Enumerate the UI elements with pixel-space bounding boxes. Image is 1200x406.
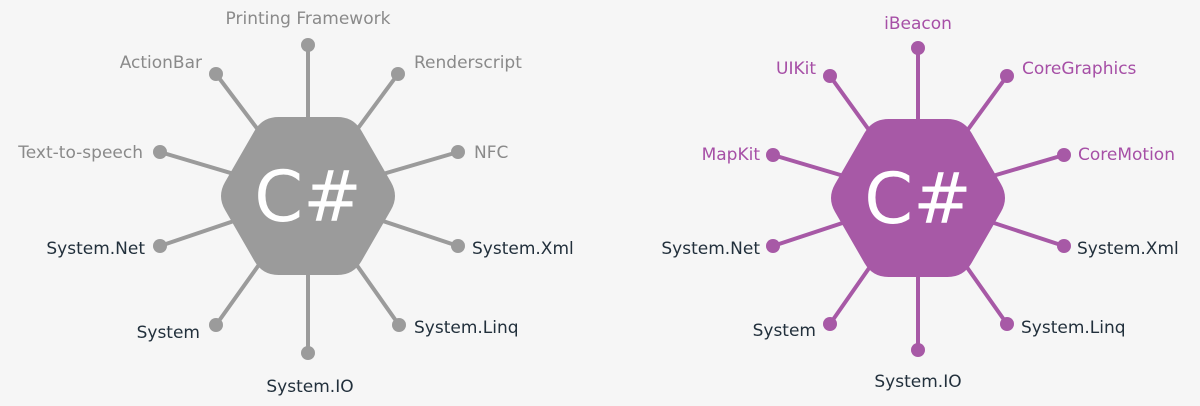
android-node-dot — [392, 318, 406, 332]
ios-node-dot — [911, 343, 925, 357]
android-node-label: NFC — [474, 143, 508, 163]
ios-node-label: MapKit — [702, 145, 761, 165]
android-core-label: C# — [254, 156, 362, 238]
ios-node-dot — [911, 41, 925, 55]
ios-node-dot — [823, 69, 837, 83]
ios-node-dot — [1000, 69, 1014, 83]
android-node-dot — [209, 318, 223, 332]
android-node-dot — [209, 67, 223, 81]
android-node-dot — [153, 145, 167, 159]
android-node-label: System.Xml — [472, 239, 574, 259]
ios-node-dot — [1000, 317, 1014, 331]
ios-node-label: UIKit — [776, 59, 816, 79]
ios-core-hexagon — [831, 119, 1005, 277]
android-node-label: System.IO — [266, 377, 353, 397]
android-node-dot — [301, 346, 315, 360]
android-node-label: System — [137, 323, 200, 343]
android-node-label: ActionBar — [120, 53, 202, 73]
android-node-label: Printing Framework — [226, 9, 391, 29]
ios-node-dot — [823, 317, 837, 331]
android-core-hexagon — [221, 117, 395, 275]
ios-node-label: System.IO — [874, 372, 961, 392]
android-node-dot — [153, 239, 167, 253]
ios-diagram: C# iBeaconCoreGraphicsCoreMotionSystem.Xm… — [661, 14, 1178, 392]
ios-node-label: System.Xml — [1077, 239, 1179, 259]
ios-node-label: System — [753, 321, 816, 341]
android-node-dot — [451, 239, 465, 253]
ios-node-label: iBeacon — [884, 14, 952, 34]
ios-node-dot — [766, 239, 780, 253]
android-node-label: System.Net — [46, 239, 145, 259]
android-node-label: Renderscript — [414, 53, 522, 73]
ios-core-label: C# — [864, 158, 972, 240]
ios-node-dot — [1057, 148, 1071, 162]
ios-node-label: CoreGraphics — [1022, 59, 1137, 79]
ios-node-dot — [1057, 239, 1071, 253]
ios-node-label: System.Linq — [1021, 318, 1126, 338]
android-node-dot — [451, 145, 465, 159]
android-node-label: Text-to-speech — [17, 143, 143, 163]
android-node-dot — [391, 67, 405, 81]
android-node-dot — [301, 38, 315, 52]
ios-node-label: System.Net — [661, 239, 760, 259]
ios-node-label: CoreMotion — [1078, 145, 1175, 165]
ios-node-dot — [766, 148, 780, 162]
android-node-label: System.Linq — [414, 318, 519, 338]
